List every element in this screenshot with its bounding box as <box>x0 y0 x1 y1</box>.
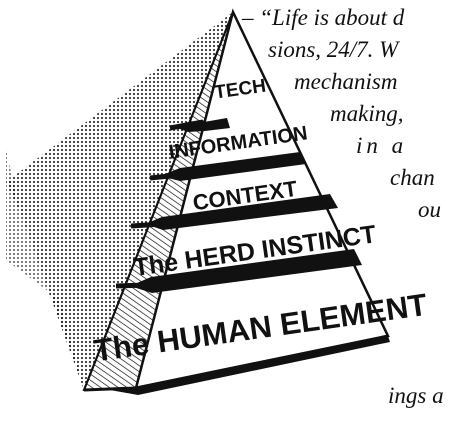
quote-line: chan <box>390 165 435 190</box>
left-face-dividers <box>115 119 204 289</box>
quote-line: sions, 24/7. W <box>268 37 399 62</box>
pyramid-shadow <box>6 12 233 390</box>
quote-line: making, <box>330 101 404 126</box>
quote-line: ou <box>418 197 441 222</box>
quote-line: in a <box>356 133 408 158</box>
quote-line: – “Life is about d <box>242 5 405 30</box>
quote-line: mechanism <box>294 69 398 94</box>
quote-line: ings a <box>388 383 444 408</box>
